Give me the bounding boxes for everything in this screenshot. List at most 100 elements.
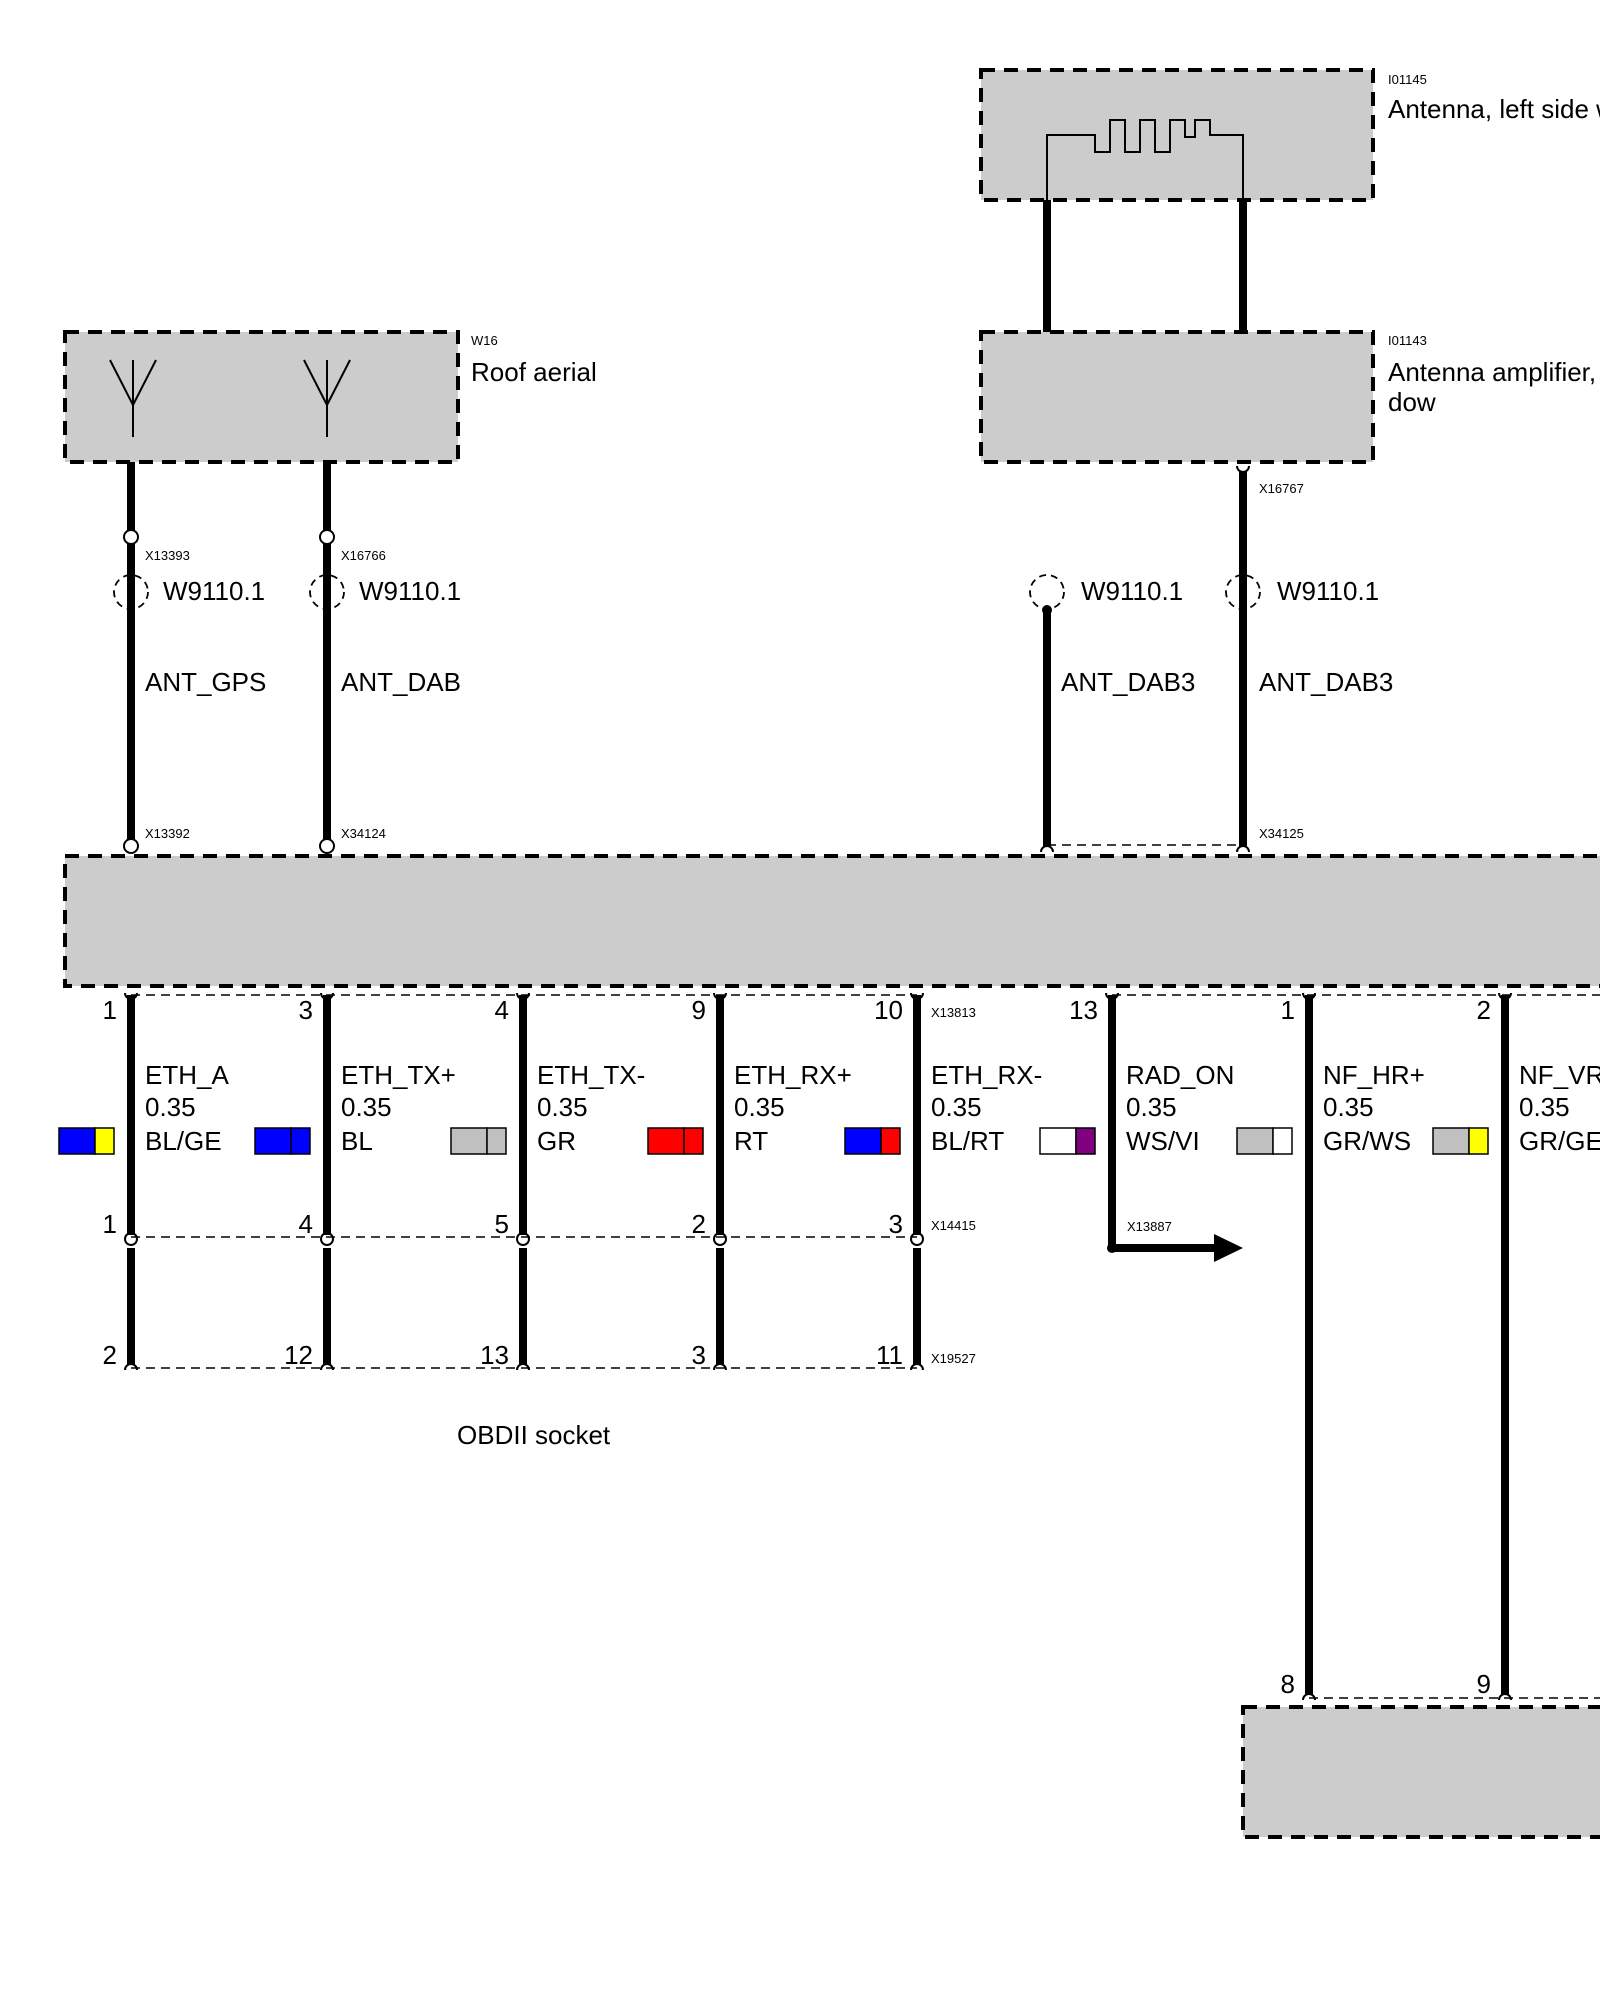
connector-pin bbox=[910, 1232, 924, 1240]
connector-pin bbox=[1040, 845, 1054, 853]
wire-color-code: RT bbox=[734, 1126, 768, 1156]
pin-number: 3 bbox=[692, 1340, 706, 1370]
pin-number: 2 bbox=[103, 1340, 117, 1370]
arrow-head-icon bbox=[1214, 1234, 1243, 1262]
shield-icon bbox=[113, 574, 149, 610]
antenna-amp-name-line2: dow bbox=[1388, 387, 1436, 417]
antenna-wire-name: ANT_DAB3 bbox=[1259, 667, 1393, 697]
wire-signal-name: ETH_TX+ bbox=[341, 1060, 456, 1090]
control-unit-box[interactable] bbox=[63, 854, 1600, 988]
pin-number: 3 bbox=[889, 1209, 903, 1239]
signal-wires: 112ETH_A0.35BL/GE3412ETH_TX+0.35BL4513ET… bbox=[58, 992, 1600, 1701]
shield-wire-label: W9110.1 bbox=[359, 576, 461, 606]
pin-number: 11 bbox=[876, 1340, 903, 1370]
wire-color-swatch bbox=[1468, 1127, 1489, 1155]
pin-number: 13 bbox=[1069, 995, 1098, 1025]
wire-signal-name: NF_VR bbox=[1519, 1060, 1600, 1090]
connector-pin bbox=[713, 1232, 727, 1240]
lower-unit-box[interactable] bbox=[1241, 1705, 1600, 1839]
antenna-amplifier-box[interactable] bbox=[979, 330, 1375, 464]
wire-color-swatch bbox=[683, 1127, 704, 1155]
wire-signal-name: ETH_RX+ bbox=[734, 1060, 852, 1090]
connector-pin bbox=[516, 1238, 530, 1246]
antenna-left-id: I01145 bbox=[1388, 72, 1427, 87]
wire-color-code: GR/GE bbox=[1519, 1126, 1600, 1156]
connector-pin bbox=[124, 1232, 138, 1240]
wire-gauge: 0.35 bbox=[537, 1092, 588, 1122]
wire-color-swatch bbox=[844, 1127, 882, 1155]
shield-wire-label: W9110.1 bbox=[163, 576, 265, 606]
connector-pin bbox=[123, 529, 139, 545]
connector-pin bbox=[1236, 845, 1250, 853]
wire-gauge: 0.35 bbox=[341, 1092, 392, 1122]
connector-pin bbox=[1498, 1693, 1512, 1701]
connector-pin bbox=[1302, 1693, 1316, 1701]
roof-aerial-name: Roof aerial bbox=[471, 357, 597, 387]
wire-color-code: GR bbox=[537, 1126, 576, 1156]
wire-signal-name: ETH_RX- bbox=[931, 1060, 1042, 1090]
pin-number: 4 bbox=[299, 1209, 313, 1239]
connector-label: X34125 bbox=[1259, 826, 1304, 841]
roof-aerial-id: W16 bbox=[471, 333, 498, 348]
connector-pin bbox=[320, 1238, 334, 1246]
wire-color-code: BL bbox=[341, 1126, 373, 1156]
pin-number: 2 bbox=[1477, 995, 1491, 1025]
wire-gauge: 0.35 bbox=[145, 1092, 196, 1122]
shield-wire-label: W9110.1 bbox=[1277, 576, 1379, 606]
pin-number: 4 bbox=[495, 995, 509, 1025]
connector-pin bbox=[124, 1238, 138, 1246]
wire-color-swatch bbox=[254, 1127, 292, 1155]
pin-number: 9 bbox=[692, 995, 706, 1025]
pin-number: 1 bbox=[103, 995, 117, 1025]
connector-label: X13393 bbox=[145, 548, 190, 563]
connector-pin bbox=[124, 1363, 138, 1371]
connector-pin bbox=[713, 1363, 727, 1371]
connector-label: X34124 bbox=[341, 826, 386, 841]
wire-signal-name: RAD_ON bbox=[1126, 1060, 1234, 1090]
pin-number: 12 bbox=[284, 1340, 313, 1370]
shield-icon bbox=[309, 574, 345, 610]
pin-number: 8 bbox=[1281, 1669, 1295, 1699]
wire-color-swatch bbox=[1236, 1127, 1274, 1155]
aerial-icon bbox=[109, 359, 157, 437]
wire-gauge: 0.35 bbox=[734, 1092, 785, 1122]
wire-color-swatch bbox=[486, 1127, 507, 1155]
pin-number: 10 bbox=[874, 995, 903, 1025]
wire-color-code: BL/RT bbox=[931, 1126, 1004, 1156]
antenna-amp-name-line1: Antenna amplifier, bbox=[1388, 357, 1596, 387]
shield-wire-label: W9110.1 bbox=[1081, 576, 1183, 606]
shield-ground-dot bbox=[1042, 605, 1052, 615]
wire-gauge: 0.35 bbox=[1126, 1092, 1177, 1122]
connector-pin bbox=[910, 1363, 924, 1371]
wire-color-swatch bbox=[1075, 1127, 1096, 1155]
connector-label: X13887 bbox=[1127, 1219, 1172, 1234]
wire-color-swatch bbox=[1432, 1127, 1470, 1155]
connector-pin bbox=[320, 1232, 334, 1240]
connector-pin bbox=[516, 1363, 530, 1371]
pin-number: 9 bbox=[1477, 1669, 1491, 1699]
wire-gauge: 0.35 bbox=[931, 1092, 982, 1122]
wire-signal-name: ETH_TX- bbox=[537, 1060, 645, 1090]
obd-socket-label: OBDII socket bbox=[457, 1420, 611, 1450]
connector-label: X16766 bbox=[341, 548, 386, 563]
connector-label: X14415 bbox=[931, 1218, 976, 1233]
connector-pin bbox=[1236, 465, 1250, 473]
antenna-wire-name: ANT_DAB bbox=[341, 667, 461, 697]
connector-pin bbox=[320, 1363, 334, 1371]
connector-pin bbox=[516, 1232, 530, 1240]
connector-pin bbox=[319, 838, 335, 854]
wire-color-swatch bbox=[94, 1127, 115, 1155]
antenna-wire-name: ANT_GPS bbox=[145, 667, 266, 697]
pin-number: 13 bbox=[480, 1340, 509, 1370]
wire-color-swatch bbox=[880, 1127, 901, 1155]
connector-pin bbox=[319, 529, 335, 545]
antenna-left-name: Antenna, left side w bbox=[1388, 94, 1600, 124]
shield-icon bbox=[1029, 574, 1065, 610]
wire-color-code: WS/VI bbox=[1126, 1126, 1200, 1156]
antenna-left-box[interactable] bbox=[979, 68, 1375, 202]
pin-number: 5 bbox=[495, 1209, 509, 1239]
connector-pin bbox=[910, 1238, 924, 1246]
wire-color-code: BL/GE bbox=[145, 1126, 222, 1156]
roof-aerial-box[interactable] bbox=[63, 330, 460, 464]
